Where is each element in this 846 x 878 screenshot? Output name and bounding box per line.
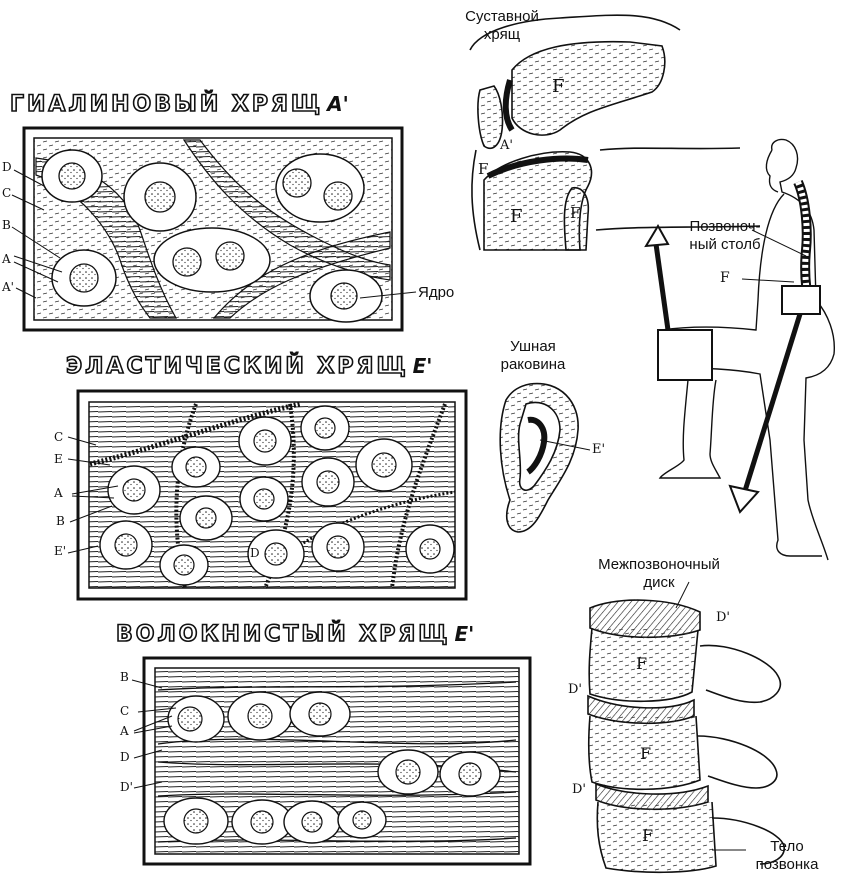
fibrous-nucleus bbox=[251, 811, 273, 833]
vertebra-caption-line2: позвонка bbox=[744, 856, 830, 874]
hyaline-letter: C bbox=[2, 186, 11, 200]
body-figure bbox=[646, 139, 834, 560]
leg-section-box bbox=[658, 330, 712, 380]
elastic-nucleus bbox=[123, 479, 145, 501]
nucleus-caption: Ядро bbox=[418, 284, 454, 302]
auricle-caption-line2: раковина bbox=[492, 356, 574, 374]
spine-letter: F bbox=[636, 654, 647, 673]
ear-sketch bbox=[500, 384, 590, 532]
articular-caption-line2: хрящ bbox=[454, 26, 550, 44]
elastic-nucleus bbox=[317, 471, 339, 493]
elastic-letter: E' bbox=[54, 544, 66, 558]
fibrous-nucleus bbox=[459, 763, 481, 785]
elastic-letter: D bbox=[250, 546, 260, 560]
spine-letter: D' bbox=[568, 682, 582, 697]
elastic-letter: B bbox=[56, 514, 65, 528]
disc-caption-line2: диск bbox=[576, 574, 742, 592]
hyaline-heading-text: ГИАЛИНОВЫЙ ХРЯЩ bbox=[10, 92, 323, 117]
hyaline-letter: A' bbox=[2, 280, 14, 294]
elastic-nucleus bbox=[372, 453, 396, 477]
knee-letter: F bbox=[552, 76, 565, 97]
hyaline-letter: D bbox=[2, 160, 12, 174]
hyaline-nucleus bbox=[331, 283, 357, 309]
elastic-nucleus bbox=[196, 508, 216, 528]
hyaline-letter: A bbox=[2, 252, 11, 266]
fibrous-panel bbox=[132, 658, 530, 864]
body-letter: F bbox=[720, 270, 730, 286]
hyaline-panel bbox=[12, 128, 416, 330]
fibrous-nucleus bbox=[184, 809, 208, 833]
spine-letter: D' bbox=[572, 782, 586, 797]
knee-letter: A' bbox=[500, 138, 513, 153]
hyaline-nucleus bbox=[145, 182, 175, 212]
spine-letter: F bbox=[642, 826, 653, 845]
vertebra-body-caption: Тело позвонка bbox=[744, 838, 830, 874]
spine-caption-line2: ный столб bbox=[680, 236, 770, 254]
elastic-nucleus bbox=[315, 418, 335, 438]
hyaline-letter: B bbox=[2, 218, 11, 232]
hyaline-nucleus bbox=[70, 264, 98, 292]
elastic-letter: E bbox=[54, 452, 63, 466]
fibrous-letter: C bbox=[120, 704, 129, 718]
elastic-nucleus bbox=[254, 489, 274, 509]
fibrous-nucleus bbox=[178, 707, 202, 731]
elastic-nucleus bbox=[265, 543, 287, 565]
hyaline-nucleus bbox=[173, 248, 201, 276]
spine-letter: F bbox=[640, 744, 651, 763]
fibrous-nucleus bbox=[248, 704, 272, 728]
disc-caption-line1: Межпозвоночный bbox=[576, 556, 742, 574]
elastic-heading-suffix: E' bbox=[413, 354, 433, 378]
elastic-nucleus bbox=[115, 534, 137, 556]
fibrous-nucleus bbox=[309, 703, 331, 725]
fibrous-nucleus bbox=[302, 812, 322, 832]
fibrous-letter: D bbox=[120, 750, 130, 764]
spine-caption: Позвоноч- ный столб bbox=[680, 218, 770, 254]
knee-letter: F bbox=[570, 204, 580, 222]
elastic-nucleus bbox=[186, 457, 206, 477]
fibrous-nucleus bbox=[353, 811, 371, 829]
auricle-caption: Ушная раковина bbox=[492, 338, 574, 374]
spine-letter: D' bbox=[716, 610, 730, 625]
elastic-letter: A bbox=[54, 486, 63, 500]
fibrous-nucleus bbox=[396, 760, 420, 784]
fibrous-letter: D' bbox=[120, 780, 133, 794]
elastic-nucleus bbox=[420, 539, 440, 559]
knee-letter: F bbox=[510, 206, 523, 227]
elastic-nucleus bbox=[327, 536, 349, 558]
fibrous-heading-text: ВОЛОКНИСТЫЙ ХРЯЩ bbox=[116, 622, 450, 647]
elastic-panel bbox=[68, 391, 466, 599]
hyaline-cell-lacuna bbox=[154, 228, 270, 292]
hyaline-nucleus bbox=[59, 163, 85, 189]
disc-caption: Межпозвоночный диск bbox=[576, 556, 742, 592]
spine-segment-sketch bbox=[588, 582, 784, 872]
fibrous-letter: A bbox=[120, 724, 129, 738]
fibrous-heading-suffix: E' bbox=[454, 622, 474, 646]
vertebra-caption-line1: Тело bbox=[744, 838, 830, 856]
articular-caption-line1: Суставной bbox=[454, 8, 550, 26]
spine-section-box bbox=[782, 286, 820, 314]
leg-arrow bbox=[656, 244, 668, 330]
auricle-caption-line1: Ушная bbox=[492, 338, 574, 356]
elastic-heading-text: ЭЛАСТИЧЕСКИЙ ХРЯЩ bbox=[66, 354, 409, 379]
elastic-nucleus bbox=[254, 430, 276, 452]
elastic-nucleus bbox=[174, 555, 194, 575]
nucleus-caption-text: Ядро bbox=[418, 284, 454, 301]
knee-letter: F bbox=[478, 160, 488, 178]
spine-caption-line1: Позвоноч- bbox=[680, 218, 770, 236]
hyaline-heading-suffix: A' bbox=[327, 92, 349, 116]
hyaline-nucleus bbox=[216, 242, 244, 270]
hyaline-nucleus bbox=[283, 169, 311, 197]
ear-letter: E' bbox=[592, 442, 605, 457]
elastic-letter: C bbox=[54, 430, 63, 444]
articular-cartilage-caption: Суставной хрящ bbox=[454, 8, 550, 44]
hyaline-nucleus bbox=[324, 182, 352, 210]
fibrous-letter: B bbox=[120, 670, 129, 684]
